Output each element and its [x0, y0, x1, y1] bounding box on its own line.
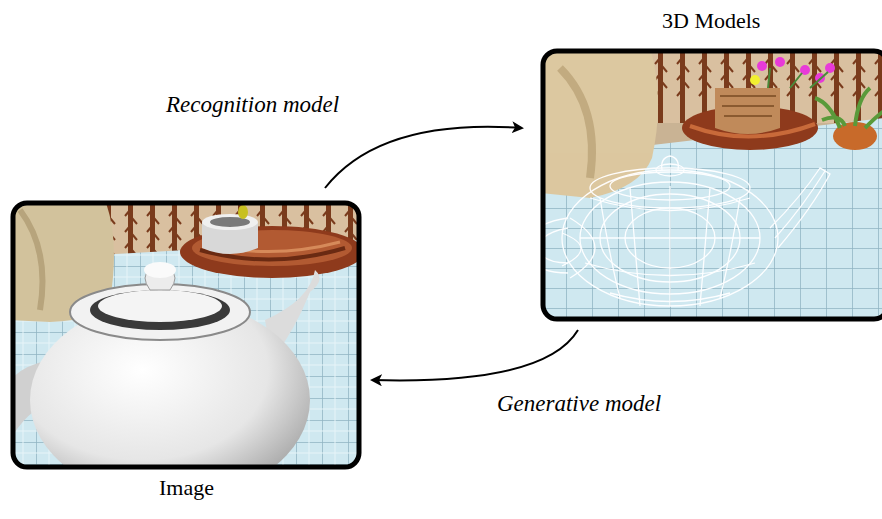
- panel-heading: Image: [159, 475, 214, 501]
- illustration-shape: [768, 68, 828, 88]
- illustration-shape: [560, 68, 592, 178]
- illustration-shape: [144, 262, 176, 278]
- illustration-shape: [662, 156, 679, 170]
- illustration-shape: [720, 96, 776, 116]
- illustration-shape: [562, 170, 778, 306]
- teapot-wireframe: [543, 156, 830, 306]
- panel-heading: 3D Models: [662, 8, 760, 34]
- illustration-shape: [715, 88, 780, 134]
- scene: [13, 203, 359, 467]
- plant: [815, 88, 882, 150]
- image-panel: 3D Models: [540, 6, 882, 322]
- illustration-shape: [20, 210, 43, 310]
- illustration-shape: [656, 164, 684, 176]
- illustration-shape: [770, 168, 830, 248]
- flowers: [750, 57, 835, 88]
- edge-label: Generative model: [497, 391, 661, 417]
- illustration-shape: [600, 186, 740, 306]
- illustration-shape: [98, 290, 222, 322]
- image-panel: Image: [10, 200, 362, 505]
- illustration-shape: [815, 88, 882, 128]
- scene: [543, 51, 882, 319]
- curved-arrow: [372, 330, 578, 380]
- illustration-shape: [825, 63, 835, 73]
- illustration-shape: [238, 205, 248, 219]
- illustration-shape: [750, 75, 760, 85]
- model-scene: [540, 48, 882, 322]
- illustration-shape: [90, 290, 230, 330]
- illustration-shape: [543, 51, 882, 319]
- edge-label: Recognition model: [166, 92, 339, 118]
- illustration-shape: [543, 51, 658, 198]
- illustration-shape: [70, 284, 250, 340]
- illustration-shape: [757, 61, 767, 71]
- illustration-shape: [775, 57, 785, 67]
- illustration-shape: [543, 218, 568, 273]
- rendered-image: [10, 200, 362, 470]
- illustration-shape: [202, 214, 258, 230]
- illustration-shape: [543, 51, 882, 319]
- illustration-shape: [13, 203, 359, 467]
- curved-arrow: [325, 127, 522, 188]
